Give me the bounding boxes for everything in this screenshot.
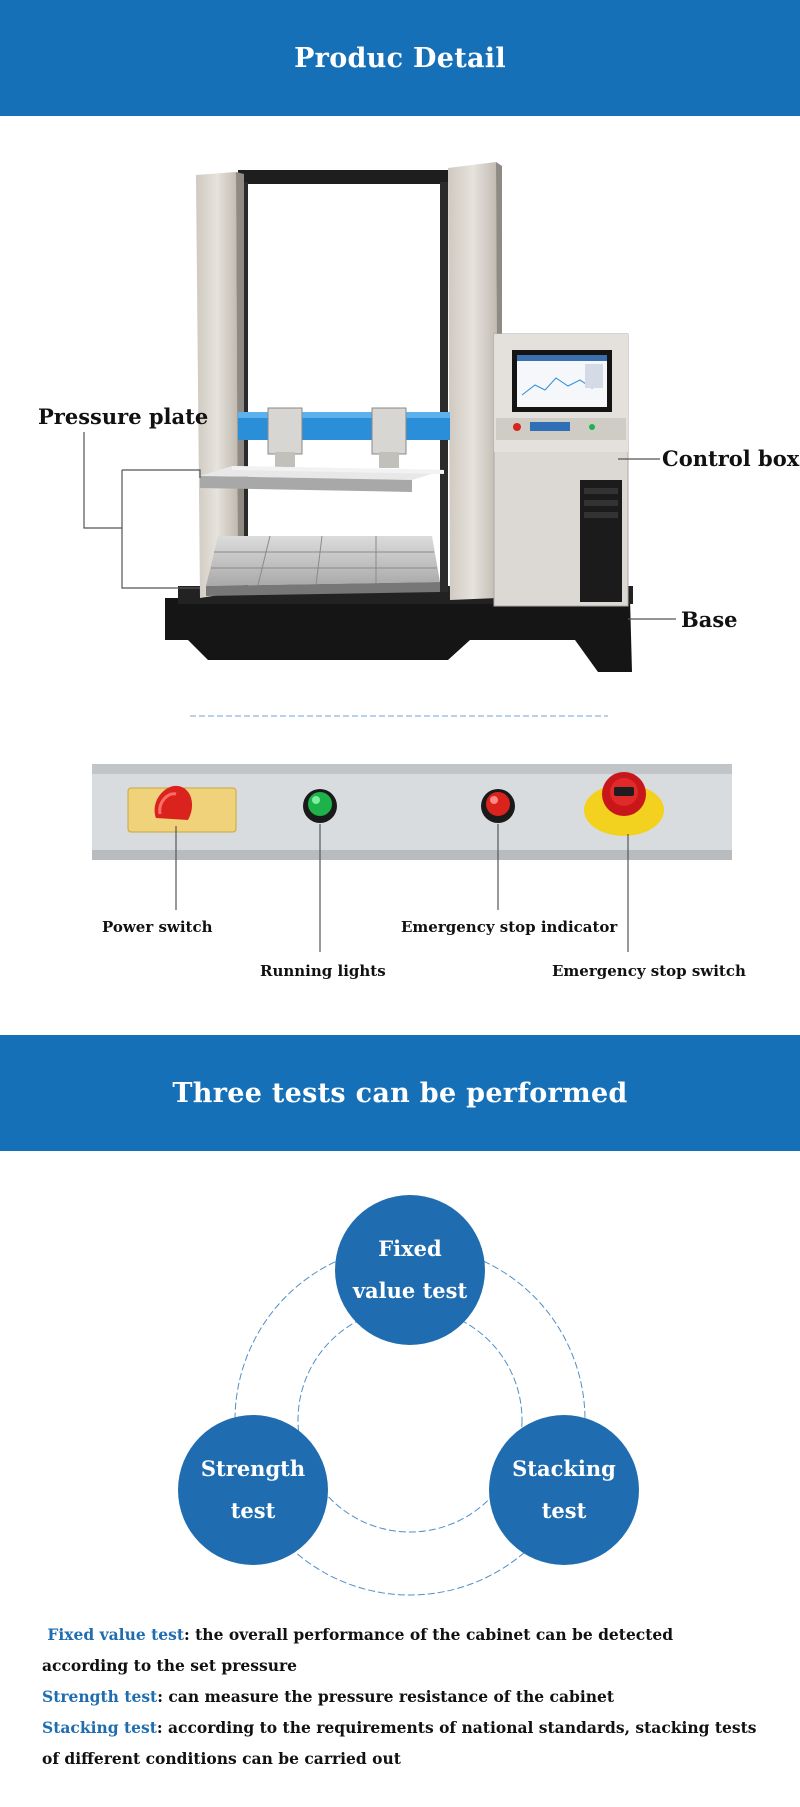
emergency-stop-switch-icon <box>584 772 664 836</box>
control-box-callout: Control box <box>662 446 800 471</box>
compression-tester-illustration <box>83 162 676 717</box>
left-column <box>196 172 244 598</box>
emergency-stop-indicator-icon <box>481 789 515 823</box>
stacking-term: Stacking test <box>42 1718 157 1737</box>
product-detail-title: Produc Detail <box>294 42 506 74</box>
strength-test-node: Strength test <box>178 1415 328 1565</box>
power-switch-label: Power switch <box>102 918 213 936</box>
callout-lines <box>83 432 676 620</box>
fixed-value-description: Fixed value test: the overall performanc… <box>42 1619 762 1681</box>
fixed-value-test-label: Fixed value test <box>352 1236 468 1303</box>
three-tests-banner: Three tests can be performed <box>0 1035 800 1151</box>
control-panel-closeup <box>92 764 732 952</box>
power-switch-icon <box>127 785 237 833</box>
strength-text: : can measure the pressure resistance of… <box>157 1687 615 1706</box>
fixed-value-text: : the overall performance of the cabinet… <box>42 1625 674 1675</box>
fixed-value-test-node: Fixed value test <box>335 1195 485 1345</box>
product-detail-banner: Produc Detail <box>0 0 800 116</box>
running-light-icon <box>303 789 337 823</box>
strength-test-label: Strength test <box>200 1456 306 1523</box>
control-cabinet <box>493 333 629 607</box>
stacking-test-label: Stacking test <box>512 1456 616 1523</box>
stacking-text: : according to the requirements of natio… <box>42 1718 757 1768</box>
three-tests-title: Three tests can be performed <box>172 1077 628 1109</box>
strength-term: Strength test <box>42 1687 158 1706</box>
blue-crossbeam <box>238 407 450 468</box>
stacking-test-node: Stacking test <box>489 1415 639 1565</box>
running-lights-label: Running lights <box>260 962 386 980</box>
panel-leader-lines <box>175 824 629 952</box>
pressure-plate-callout: Pressure plate <box>38 404 209 429</box>
emergency-stop-switch-label: Emergency stop switch <box>552 962 746 980</box>
lower-platen <box>206 535 440 596</box>
stacking-description: Stacking test: according to the requirem… <box>42 1712 762 1774</box>
upper-pressure-plate <box>200 466 444 492</box>
strength-description: Strength test: can measure the pressure … <box>42 1681 762 1712</box>
top-crossbar <box>238 170 448 184</box>
fixed-value-term: Fixed value test <box>47 1625 185 1644</box>
test-descriptions: Fixed value test: the overall performanc… <box>42 1619 762 1774</box>
inner-dashed-ring <box>297 1307 523 1533</box>
base-callout: Base <box>681 607 738 632</box>
emergency-stop-indicator-label: Emergency stop indicator <box>401 918 618 936</box>
